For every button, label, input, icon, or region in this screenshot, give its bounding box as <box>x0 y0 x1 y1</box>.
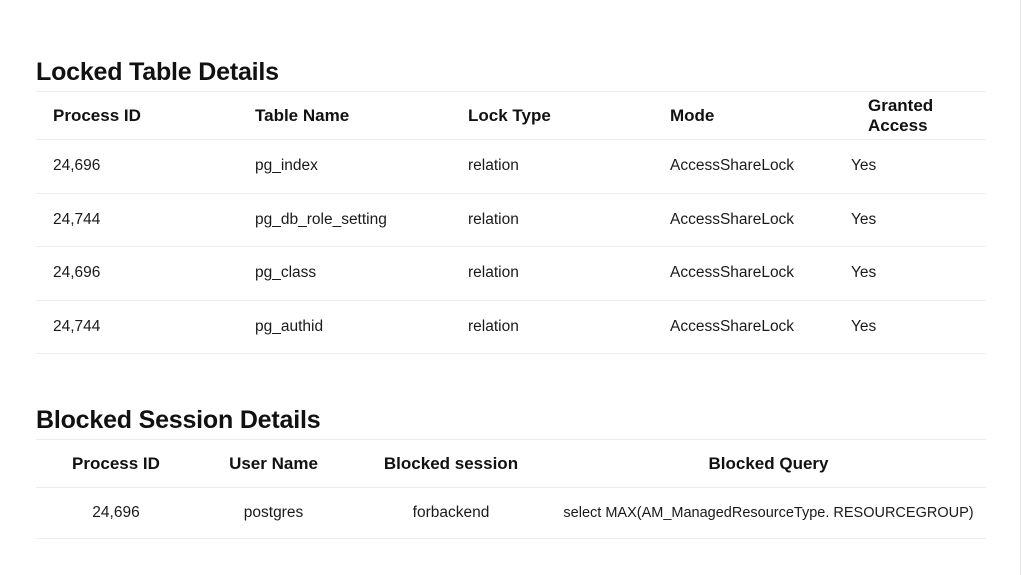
column-header-user-name[interactable]: User Name <box>196 439 351 488</box>
cell-granted-access: Yes <box>851 299 986 354</box>
cell-process-id: 24,744 <box>36 299 238 354</box>
table-header-row: Process ID Table Name Lock Type Mode Gra… <box>36 91 986 140</box>
cell-table-name: pg_class <box>238 246 451 301</box>
table-header-row: Process ID User Name Blocked session Blo… <box>36 439 986 488</box>
cell-mode: AccessShareLock <box>653 192 851 247</box>
locked-table-details-heading: Locked Table Details <box>36 57 279 86</box>
cell-granted-access: Yes <box>851 246 986 301</box>
table-row: 24,696 pg_class relation AccessShareLock… <box>36 246 986 301</box>
table-row: 24,744 pg_authid relation AccessShareLoc… <box>36 299 986 354</box>
column-header-process-id[interactable]: Process ID <box>36 439 196 488</box>
blocked-table-body: 24,696 postgres forbackend select MAX(AM… <box>36 487 986 539</box>
column-header-lock-type[interactable]: Lock Type <box>451 91 653 140</box>
cell-mode: AccessShareLock <box>653 246 851 301</box>
cell-lock-type: relation <box>451 192 653 247</box>
locked-table-details-table: Process ID Table Name Lock Type Mode Gra… <box>36 91 986 354</box>
cell-lock-type: relation <box>451 139 653 194</box>
cell-user-name: postgres <box>196 487 351 539</box>
cell-blocked-query: select MAX(AM_ManagedResourceType. RESOU… <box>551 487 986 539</box>
cell-table-name: pg_authid <box>238 299 451 354</box>
column-header-table-name[interactable]: Table Name <box>238 91 451 140</box>
locked-table-header: Process ID Table Name Lock Type Mode Gra… <box>36 91 986 140</box>
cell-mode: AccessShareLock <box>653 139 851 194</box>
cell-lock-type: relation <box>451 299 653 354</box>
cell-blocked-session: forbackend <box>351 487 551 539</box>
column-header-granted-access[interactable]: Granted Access <box>851 91 986 140</box>
cell-table-name: pg_index <box>238 139 451 194</box>
cell-table-name: pg_db_role_setting <box>238 192 451 247</box>
cell-lock-type: relation <box>451 246 653 301</box>
table-row: 24,744 pg_db_role_setting relation Acces… <box>36 192 986 247</box>
blocked-session-details-table: Process ID User Name Blocked session Blo… <box>36 439 986 539</box>
blocked-table-header: Process ID User Name Blocked session Blo… <box>36 439 986 488</box>
table-row: 24,696 pg_index relation AccessShareLock… <box>36 139 986 194</box>
locked-table-body: 24,696 pg_index relation AccessShareLock… <box>36 139 986 354</box>
cell-process-id: 24,744 <box>36 192 238 247</box>
cell-process-id: 24,696 <box>36 246 238 301</box>
cell-mode: AccessShareLock <box>653 299 851 354</box>
cell-process-id: 24,696 <box>36 139 238 194</box>
blocked-session-details-heading: Blocked Session Details <box>36 405 321 434</box>
cell-granted-access: Yes <box>851 139 986 194</box>
column-header-blocked-session[interactable]: Blocked session <box>351 439 551 488</box>
cell-granted-access: Yes <box>851 192 986 247</box>
cell-process-id: 24,696 <box>36 487 196 539</box>
column-header-blocked-query[interactable]: Blocked Query <box>551 439 986 488</box>
column-header-mode[interactable]: Mode <box>653 91 851 140</box>
table-row: 24,696 postgres forbackend select MAX(AM… <box>36 487 986 539</box>
column-header-process-id[interactable]: Process ID <box>36 91 238 140</box>
